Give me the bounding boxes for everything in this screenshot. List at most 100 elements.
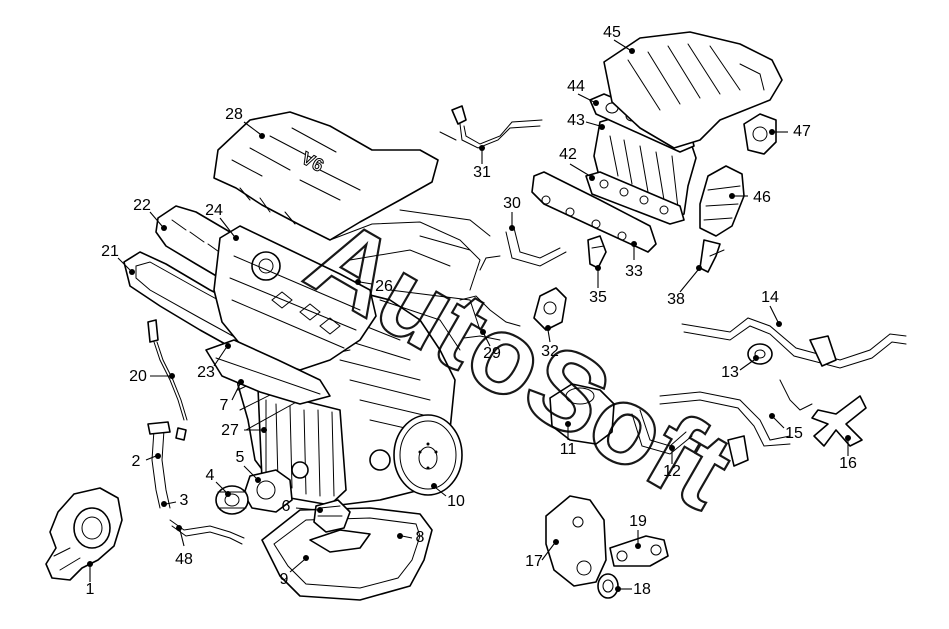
callout-17: 17 bbox=[525, 539, 559, 570]
callout-20: 20 bbox=[129, 368, 175, 385]
callout-26: 26 bbox=[355, 278, 393, 295]
callout-16: 16 bbox=[839, 435, 857, 472]
callout-label: 35 bbox=[589, 289, 607, 306]
callout-9: 9 bbox=[280, 555, 309, 588]
callout-label: 32 bbox=[541, 343, 559, 360]
temperature-sensor bbox=[699, 239, 725, 273]
callout-label: 13 bbox=[721, 364, 739, 381]
callout-label: 24 bbox=[205, 202, 223, 219]
callout-label: 7 bbox=[220, 397, 229, 414]
oil-pump bbox=[313, 499, 351, 533]
callout-label: 42 bbox=[559, 146, 577, 163]
callout-label: 11 bbox=[560, 441, 577, 458]
callout-label: 30 bbox=[503, 195, 521, 212]
callout-43: 43 bbox=[567, 112, 605, 130]
oil-dipstick bbox=[147, 319, 188, 421]
coolant-pump-pulley bbox=[215, 485, 249, 515]
callout-1: 1 bbox=[86, 561, 95, 598]
callout-label: 43 bbox=[567, 112, 585, 129]
torque-rod bbox=[609, 535, 669, 567]
callout-31: 31 bbox=[473, 145, 491, 181]
callout-2: 2 bbox=[132, 453, 161, 470]
callout-label: 22 bbox=[133, 197, 151, 214]
callout-45: 45 bbox=[603, 24, 635, 54]
callout-48: 48 bbox=[175, 525, 193, 568]
callout-label: 26 bbox=[375, 278, 393, 295]
vent-valve-bracket bbox=[439, 105, 543, 149]
callout-label: 47 bbox=[793, 123, 811, 140]
callout-label: 27 bbox=[221, 422, 239, 439]
breather-hose bbox=[479, 227, 567, 271]
callout-label: 18 bbox=[633, 581, 651, 598]
coolant-pipe-assembly bbox=[659, 379, 813, 467]
callout-label: 5 bbox=[236, 449, 245, 466]
engine-cover: V6 bbox=[213, 111, 439, 241]
callout-label: 3 bbox=[180, 492, 189, 509]
callout-label: 45 bbox=[603, 24, 621, 41]
callout-5: 5 bbox=[236, 449, 261, 483]
callout-label: 10 bbox=[447, 493, 465, 510]
callout-42: 42 bbox=[559, 146, 595, 181]
upper-intake-manifold bbox=[603, 31, 783, 149]
pressure-regulator bbox=[533, 287, 567, 331]
callout-label: 19 bbox=[629, 513, 647, 530]
callout-label: 14 bbox=[761, 289, 779, 306]
coolant-hose bbox=[681, 317, 907, 369]
thermostat-housing bbox=[549, 383, 615, 445]
callout-label: 2 bbox=[132, 453, 141, 470]
callout-label: 9 bbox=[280, 571, 289, 588]
callout-label: 4 bbox=[206, 467, 215, 484]
callout-label: 8 bbox=[416, 529, 425, 546]
hose-connector bbox=[747, 343, 773, 365]
callout-10: 10 bbox=[431, 483, 465, 510]
callout-label: 23 bbox=[197, 364, 215, 381]
flywheel bbox=[393, 414, 463, 496]
callout-33: 33 bbox=[625, 241, 643, 280]
callout-8: 8 bbox=[397, 529, 425, 546]
oil-pan bbox=[261, 507, 433, 601]
callout-label: 21 bbox=[101, 243, 119, 260]
callout-22: 22 bbox=[133, 197, 167, 231]
callout-6: 6 bbox=[282, 498, 323, 515]
fuel-injector bbox=[587, 235, 607, 269]
intake-duct bbox=[699, 165, 745, 237]
callout-7: 7 bbox=[220, 379, 244, 414]
callout-46: 46 bbox=[729, 189, 771, 206]
callout-label: 31 bbox=[473, 164, 491, 181]
throttle-body bbox=[743, 113, 777, 155]
lower-manifold-gasket bbox=[585, 171, 685, 225]
mount-bushing bbox=[597, 573, 619, 599]
callout-13: 13 bbox=[721, 355, 759, 381]
callout-19: 19 bbox=[629, 513, 647, 549]
callout-label: 17 bbox=[525, 553, 543, 570]
front-crankshaft-seal-cover bbox=[45, 487, 123, 581]
callout-35: 35 bbox=[589, 265, 607, 306]
vacuum-hose bbox=[459, 295, 521, 341]
callout-28: 28 bbox=[225, 106, 265, 139]
callout-27: 27 bbox=[221, 422, 267, 439]
engine-mount-bracket bbox=[545, 495, 607, 587]
callout-18: 18 bbox=[615, 581, 651, 598]
callout-label: 48 bbox=[175, 551, 193, 568]
callout-15: 15 bbox=[769, 413, 803, 442]
callout-label: 38 bbox=[667, 291, 685, 308]
callout-label: 15 bbox=[785, 425, 803, 442]
callout-29: 29 bbox=[480, 329, 501, 362]
callout-label: 1 bbox=[86, 581, 95, 598]
callout-11: 11 bbox=[560, 421, 577, 458]
callout-label: 28 bbox=[225, 106, 243, 123]
callout-44: 44 bbox=[567, 78, 599, 106]
callout-14: 14 bbox=[761, 289, 782, 327]
callout-label: 29 bbox=[483, 345, 501, 362]
coolant-pipe bbox=[631, 409, 693, 455]
callout-38: 38 bbox=[667, 265, 702, 308]
hose-tee bbox=[811, 395, 867, 447]
callout-label: 20 bbox=[129, 368, 147, 385]
callout-12: 12 bbox=[663, 445, 681, 480]
fuel-rail bbox=[531, 171, 657, 253]
callout-24: 24 bbox=[205, 202, 239, 241]
crankcase-vent-hose bbox=[169, 519, 245, 545]
callout-label: 12 bbox=[663, 463, 681, 480]
